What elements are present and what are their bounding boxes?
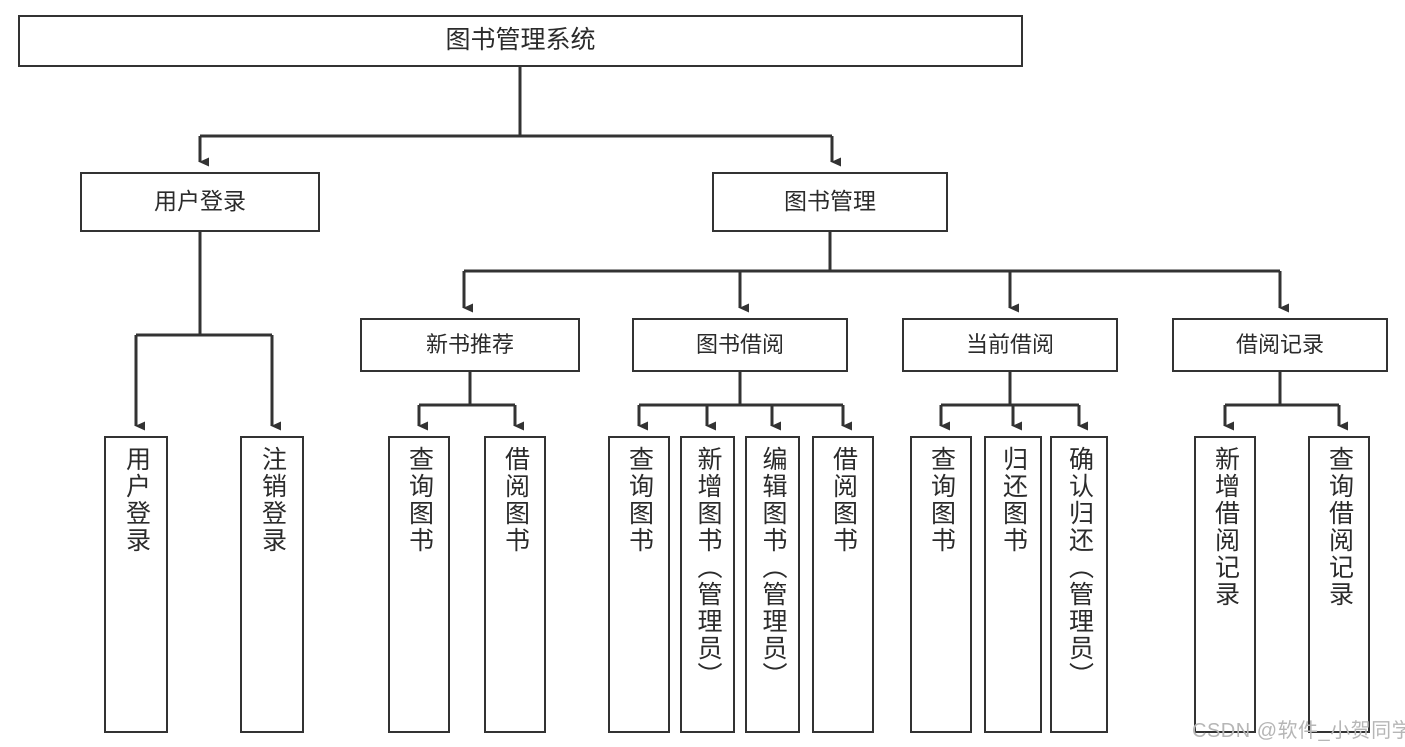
watermark: CSDN @软件_小贺同学 (1192, 720, 1405, 742)
node-current-borrow[interactable]: 当前借阅 (902, 318, 1118, 372)
node-leaf-borrow-book-recommend[interactable]: 借阅图书 (484, 436, 546, 733)
node-label: 查询图书 (405, 446, 434, 554)
node-leaf-borrow-book[interactable]: 借阅图书 (812, 436, 874, 733)
node-label: 借阅记录 (1235, 332, 1324, 358)
node-label: 新书推荐 (425, 332, 514, 358)
node-label: 图书管理系统 (445, 26, 596, 55)
node-leaf-add-book-admin[interactable]: 新增图书（管理员） (680, 436, 735, 733)
node-borrow-record[interactable]: 借阅记录 (1172, 318, 1388, 372)
node-leaf-query-book-recommend[interactable]: 查询图书 (388, 436, 450, 733)
node-label: 新增图书（管理员） (694, 446, 722, 689)
node-label: 图书借阅 (695, 332, 784, 358)
node-leaf-edit-book-admin[interactable]: 编辑图书（管理员） (745, 436, 800, 733)
node-user-login[interactable]: 用户登录 (80, 172, 320, 232)
node-label: 查询图书 (625, 446, 654, 554)
node-label: 用户登录 (154, 188, 246, 215)
node-book-management[interactable]: 图书管理 (712, 172, 948, 232)
connector-userlogin-to-leaves (134, 232, 281, 431)
connector-bookmgmt-to-level2 (462, 232, 1289, 313)
node-book-management-system[interactable]: 图书管理系统 (18, 15, 1023, 67)
node-leaf-query-borrow-record[interactable]: 查询借阅记录 (1308, 436, 1370, 733)
node-label: 借阅图书 (829, 446, 858, 554)
connector-borrow-to-leaves (637, 372, 852, 431)
connector-current-to-leaves (939, 372, 1088, 431)
connector-record-to-leaves (1223, 372, 1348, 431)
node-label: 用户登录 (122, 446, 151, 554)
node-label: 图书管理 (784, 188, 876, 215)
node-label: 编辑图书（管理员） (759, 446, 787, 689)
node-leaf-add-borrow-record[interactable]: 新增借阅记录 (1194, 436, 1256, 733)
node-label: 注销登录 (258, 446, 287, 554)
node-new-book-recommend[interactable]: 新书推荐 (360, 318, 580, 372)
node-leaf-user-logout[interactable]: 注销登录 (240, 436, 304, 733)
node-leaf-confirm-return-admin[interactable]: 确认归还（管理员） (1050, 436, 1108, 733)
node-label: 查询图书 (927, 446, 956, 554)
node-label: 新增借阅记录 (1211, 446, 1240, 608)
node-book-borrow[interactable]: 图书借阅 (632, 318, 848, 372)
node-leaf-return-book[interactable]: 归还图书 (984, 436, 1042, 733)
node-leaf-user-login[interactable]: 用户登录 (104, 436, 168, 733)
node-label: 确认归还（管理员） (1065, 446, 1094, 689)
node-label: 归还图书 (999, 446, 1028, 554)
node-label: 查询借阅记录 (1325, 446, 1354, 608)
connector-root-to-level1 (198, 67, 841, 167)
node-leaf-query-book-borrow[interactable]: 查询图书 (608, 436, 670, 733)
connector-recommend-to-leaves (417, 372, 524, 431)
node-label: 当前借阅 (965, 332, 1054, 358)
node-leaf-query-book-current[interactable]: 查询图书 (910, 436, 972, 733)
node-label: 借阅图书 (501, 446, 530, 554)
